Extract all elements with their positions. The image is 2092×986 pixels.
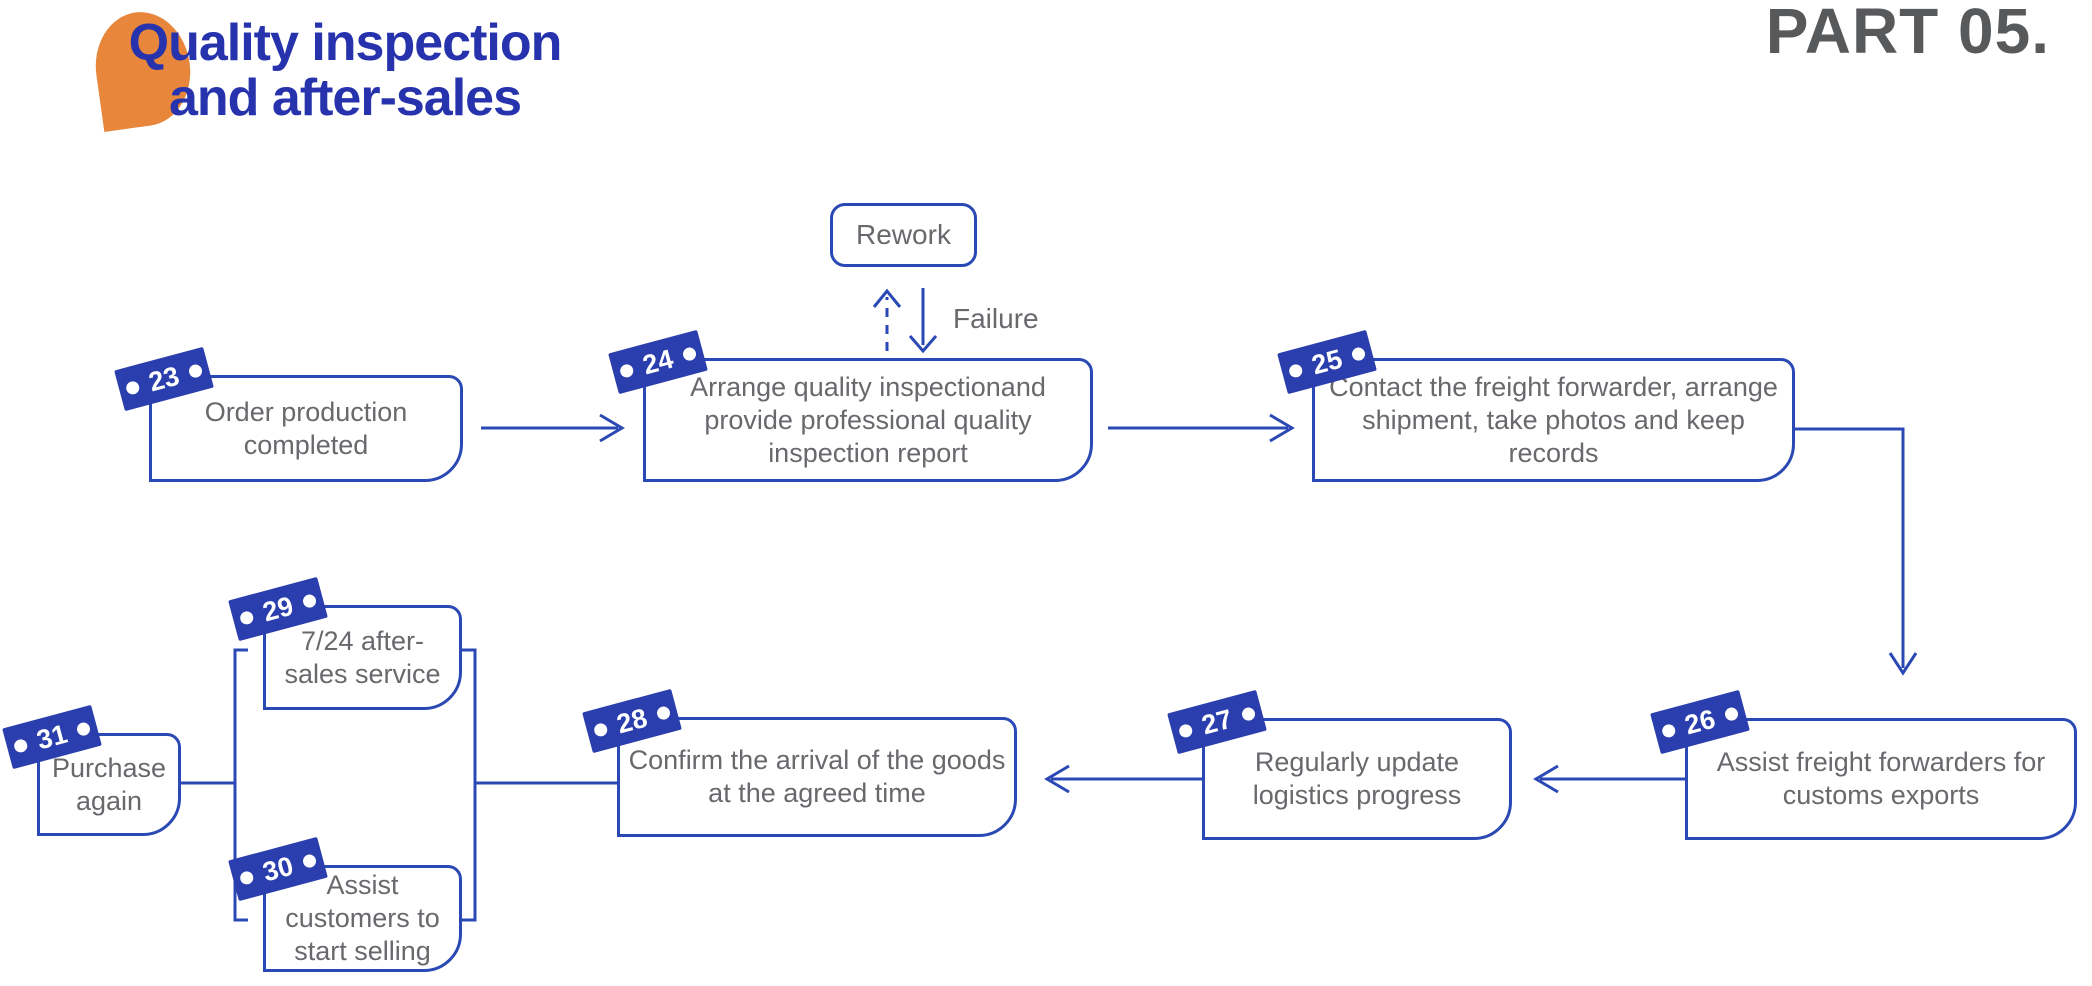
step-number: 28 (613, 702, 651, 739)
badge-dot-icon (75, 720, 92, 737)
badge-dot-icon (12, 737, 29, 754)
badge-dot-icon (1287, 362, 1304, 379)
badge-dot-icon (1723, 705, 1740, 722)
rework-label: Rework (856, 219, 951, 250)
node-label: Arrange quality inspectionand provide pr… (690, 371, 1046, 468)
rework-box: Rework (830, 203, 977, 267)
step-number: 23 (145, 360, 183, 397)
step-number: 27 (1198, 703, 1236, 740)
step-number: 26 (1681, 703, 1719, 740)
step-number: 24 (639, 343, 677, 380)
slide-title-line1: Quality inspection (128, 14, 563, 72)
flow-node-26: 26 Assist freight forwarders for customs… (1650, 689, 2077, 840)
badge-dot-icon (238, 869, 255, 886)
arrow-25-26-elbow (1795, 427, 1905, 668)
badge-dot-icon (681, 345, 698, 362)
step-number: 29 (259, 590, 297, 627)
node-label: 7/24 after-sales service (284, 625, 441, 689)
node-label: Purchase again (51, 752, 167, 816)
step-number: 25 (1308, 343, 1346, 380)
slide-title-line2: and after-sales (168, 69, 522, 127)
badge-dot-icon (124, 379, 141, 396)
flow-node-30: 30 Assist customers to start selling (228, 836, 462, 972)
badge-dot-icon (592, 721, 609, 738)
badge-dot-icon (301, 592, 318, 609)
arrowhead-rework-24 (908, 335, 938, 354)
arrowhead-26-27 (1533, 764, 1559, 794)
node-label: Assist customers to start selling (285, 870, 440, 966)
node-label: Contact the freight forwarder, arrange s… (1329, 371, 1778, 468)
badge-dot-icon (1350, 345, 1367, 362)
badge-dot-icon (1177, 722, 1194, 739)
badge-dot-icon (655, 704, 672, 721)
flow-node-29: 29 7/24 after-sales service (228, 576, 462, 710)
badge-dot-icon (1660, 722, 1677, 739)
bracket-right (462, 648, 477, 922)
flow-node-28: 28 Confirm the arrival of the goods at t… (582, 688, 1017, 837)
badge-dot-icon (618, 362, 635, 379)
step-number: 31 (33, 718, 71, 755)
flow-node-31: 31 Purchase again (2, 704, 181, 836)
badge-dot-icon (301, 852, 318, 869)
arrowhead-25-26 (1888, 652, 1918, 676)
arrowhead-24-rework (872, 288, 902, 308)
slide-title: Quality inspection and after-sales (105, 16, 585, 126)
flow-node-25: 25 Contact the freight forwarder, arrang… (1277, 329, 1795, 482)
part-number-label: PART 05. (1765, 0, 2050, 67)
flow-node-23: 23 Order production completed (114, 346, 463, 482)
arrowhead-23-24 (599, 413, 625, 443)
flow-node-24: 24 Arrange quality inspectionand provide… (608, 329, 1093, 482)
step-badge-26: 26 (1650, 689, 1750, 755)
arrowhead-24-25 (1269, 413, 1295, 443)
node-label: Confirm the arrival of the goods at the … (628, 745, 1006, 808)
flow-node-27: 27 Regularly update logistics progress (1167, 689, 1512, 840)
failure-label: Failure (953, 303, 1039, 334)
badge-dot-icon (238, 609, 255, 626)
badge-dot-icon (187, 362, 204, 379)
node-label: Order production completed (204, 396, 408, 460)
node-label: Assist freight forwarders for customs ex… (1716, 747, 2046, 810)
badge-dot-icon (1240, 705, 1257, 722)
step-number: 30 (259, 850, 297, 887)
step-badge-27: 27 (1167, 689, 1267, 755)
node-label: Regularly update logistics progress (1252, 747, 1462, 810)
arrowhead-27-28 (1044, 764, 1070, 794)
